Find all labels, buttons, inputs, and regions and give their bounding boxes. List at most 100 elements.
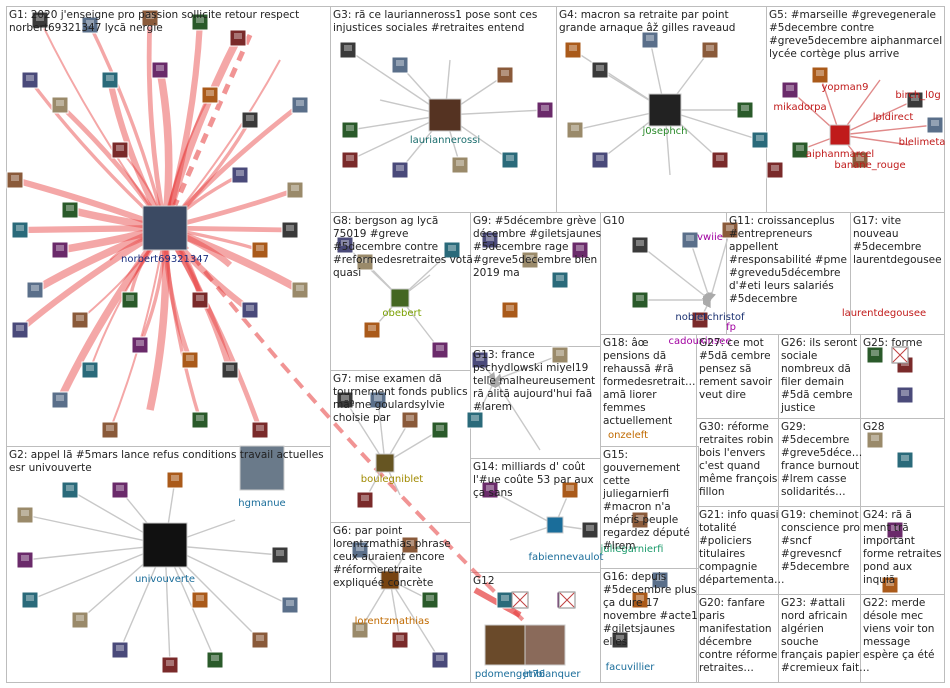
node-thumbnail bbox=[501, 151, 519, 169]
edge bbox=[689, 239, 712, 302]
node-thumbnail bbox=[161, 656, 179, 674]
node-thumbnail bbox=[131, 336, 149, 354]
group-label-g1: norbert69321347 lycã nergie bbox=[9, 22, 163, 34]
node-thumbnail bbox=[451, 156, 469, 174]
node-thumbnail bbox=[391, 161, 409, 179]
node-thumbnail bbox=[751, 131, 769, 149]
node-thumbnail-detail bbox=[186, 355, 194, 361]
group-label-g26: filer demain bbox=[781, 376, 844, 388]
node-thumbnail-detail bbox=[56, 245, 64, 251]
group-label-g5: #5decembre contre bbox=[769, 22, 874, 34]
node-label: laurentdegousee bbox=[842, 308, 926, 319]
group-box-g23 bbox=[778, 594, 861, 683]
group-label-g18: pensions dã bbox=[603, 350, 666, 362]
node-thumbnail-detail bbox=[126, 295, 134, 301]
node-thumbnail bbox=[151, 61, 169, 79]
group-label-g29: france burnout bbox=[781, 460, 859, 472]
node-thumbnail bbox=[881, 576, 899, 594]
node-label: facuvillier bbox=[606, 662, 656, 673]
group-label-g5: G5: #marseille #grevegenerale bbox=[769, 9, 936, 21]
node-thumbnail-detail bbox=[36, 15, 44, 21]
node-thumbnail bbox=[926, 116, 944, 134]
node-thumbnail-detail bbox=[106, 75, 114, 81]
node-thumbnail bbox=[791, 141, 809, 159]
hub-avatar bbox=[142, 205, 188, 251]
node-thumbnail-detail bbox=[256, 245, 264, 251]
node-thumbnail-detail bbox=[86, 20, 94, 26]
node-thumbnail bbox=[431, 651, 449, 669]
edge bbox=[162, 21, 204, 229]
node-thumbnail bbox=[181, 351, 199, 369]
group-label-g6: lorentzmathias phrase bbox=[333, 538, 451, 550]
node-thumbnail-detail bbox=[196, 415, 204, 421]
node-thumbnail bbox=[631, 591, 649, 609]
group-label-g8: #5decembre contre bbox=[333, 241, 438, 253]
node-thumbnail bbox=[564, 41, 582, 59]
group-label-g8: 75019 #greve bbox=[333, 228, 408, 240]
node-thumbnail bbox=[241, 111, 259, 129]
node-thumbnail bbox=[51, 96, 69, 114]
node-thumbnail bbox=[536, 101, 554, 119]
node-thumbnail-detail bbox=[166, 660, 174, 666]
edge bbox=[493, 354, 561, 382]
node-thumbnail-detail bbox=[436, 425, 444, 431]
group-label-g29: solidarités… bbox=[781, 486, 846, 498]
group-label-g20: contre réforme bbox=[699, 649, 777, 661]
group-label-g15: regardez député bbox=[603, 527, 690, 539]
node-thumbnail-detail bbox=[361, 257, 369, 263]
node-thumbnail-detail bbox=[771, 165, 779, 171]
node-thumbnail bbox=[191, 291, 209, 309]
edge bbox=[838, 99, 916, 136]
node-thumbnail-detail bbox=[596, 155, 604, 161]
node-thumbnail-detail bbox=[211, 655, 219, 661]
node-thumbnail-detail bbox=[501, 70, 509, 76]
group-label-g15: #macron n'a bbox=[603, 501, 671, 513]
group-label-g16: novembre #acte1 bbox=[603, 610, 698, 622]
node-thumbnail-detail bbox=[816, 70, 824, 76]
node-thumbnail bbox=[31, 11, 49, 29]
edge bbox=[639, 244, 712, 301]
group-label-g9: #5decembre rage bbox=[473, 241, 569, 253]
group-label-g6: ceux auraient encore bbox=[333, 551, 445, 563]
node-thumbnail-detail bbox=[341, 240, 349, 246]
node-thumbnail bbox=[766, 161, 784, 179]
group-label-g27: pensez sã bbox=[699, 363, 751, 375]
node-thumbnail bbox=[61, 481, 79, 499]
node-thumbnail-detail bbox=[226, 365, 234, 371]
node-thumbnail-detail bbox=[556, 350, 564, 356]
group-label-g4: grande arnaque âž gilles raveaud bbox=[559, 22, 735, 34]
group-box-g30 bbox=[696, 418, 779, 507]
node-thumbnail-detail bbox=[368, 325, 376, 331]
node-thumbnail bbox=[711, 151, 729, 169]
node-thumbnail-detail bbox=[448, 245, 456, 251]
node-thumbnail-detail bbox=[196, 595, 204, 601]
group-label-g13: pschydlowski miyel19 bbox=[473, 362, 588, 374]
hub-avatar bbox=[142, 522, 188, 568]
group-label-g13: G13: france bbox=[473, 349, 535, 361]
group-label-g19: G19: cheminot bbox=[781, 509, 859, 521]
node-thumbnail bbox=[631, 511, 649, 529]
group-label-g20: G20: fanfare bbox=[699, 597, 765, 609]
node-label: hgmanue bbox=[238, 498, 285, 509]
node-thumbnail-detail bbox=[66, 205, 74, 211]
node-label: blelimeta bbox=[899, 137, 946, 148]
node-thumbnail bbox=[431, 421, 449, 439]
group-label-g15: cette bbox=[603, 475, 630, 487]
node-thumbnail-detail bbox=[286, 600, 294, 606]
node-placeholder-cross bbox=[559, 592, 575, 608]
group-label-g19: #sncf bbox=[781, 535, 812, 547]
group-label-g14: G14: milliards d' coût bbox=[473, 461, 585, 473]
group-label-g24: ment trã bbox=[863, 522, 909, 534]
edge bbox=[387, 578, 401, 641]
node-thumbnail bbox=[356, 491, 374, 509]
node-thumbnail bbox=[691, 311, 709, 329]
group-label-g17: nouveau bbox=[853, 228, 899, 240]
node-label: j0sephch bbox=[641, 126, 687, 137]
node-label: univouverte bbox=[135, 574, 195, 585]
node-thumbnail-detail bbox=[436, 655, 444, 661]
node-thumbnail-detail bbox=[471, 415, 479, 421]
edge bbox=[24, 541, 167, 561]
node-thumbnail bbox=[551, 346, 569, 364]
node-thumbnail-detail bbox=[356, 625, 364, 631]
group-label-g30: G30: réforme bbox=[699, 421, 769, 433]
